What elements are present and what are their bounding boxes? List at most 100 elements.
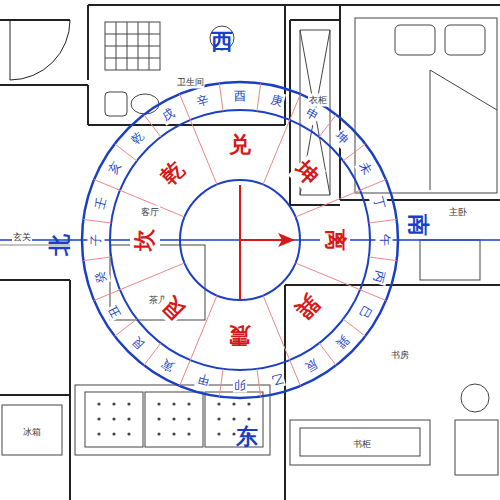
sector-line (343, 319, 365, 336)
cushion-dot (232, 432, 235, 435)
direction-label: 南 (403, 213, 433, 237)
cushion-dot (187, 432, 190, 435)
mountain-label: 乙 (268, 369, 286, 389)
cushion-dot (232, 417, 235, 420)
trigram-label: 乾 (154, 154, 192, 192)
cushion-dot (217, 417, 220, 420)
cushion-dot (247, 417, 250, 420)
sector-line (190, 120, 217, 185)
mountain-label: 庚 (268, 91, 286, 111)
cushion-dot (127, 402, 130, 405)
cushion-dot (112, 432, 115, 435)
trigram-label: 坎 (130, 228, 160, 252)
mountain-label: 亥 (104, 158, 126, 179)
sector-line (360, 180, 386, 191)
sector-line (180, 94, 191, 120)
cushion-dot (97, 432, 100, 435)
room-label: 客厅 (140, 206, 160, 219)
cushion-dot (112, 417, 115, 420)
sector-line (115, 144, 137, 161)
sector-line (360, 290, 386, 301)
room-label: 书房 (390, 349, 410, 362)
cushion-dots (97, 402, 250, 435)
sector-line (219, 83, 223, 111)
cushion-dot (127, 417, 130, 420)
mountain-label: 午 (376, 233, 393, 247)
room-label: 书柜 (352, 438, 372, 451)
mountain-label: 坤 (331, 127, 353, 149)
mountain-label: 甲 (194, 369, 212, 389)
mountain-label: 丙 (369, 268, 389, 286)
cushion-dot (187, 402, 190, 405)
sector-line (295, 263, 360, 290)
cushion-dot (97, 402, 100, 405)
sector-line (290, 360, 301, 386)
room-label: 玄关 (12, 231, 32, 244)
sector-line (263, 295, 290, 360)
mountain-label: 壬 (91, 194, 111, 212)
sector-line (83, 257, 111, 261)
walls (0, 5, 500, 500)
sector-line (257, 83, 261, 111)
sector-line (257, 369, 261, 397)
furniture (2, 18, 498, 475)
direction-label: 北 (45, 233, 75, 257)
sector-line (295, 190, 360, 217)
mountain-label: 巽 (331, 331, 353, 353)
sector-line (144, 115, 161, 137)
sector-line (83, 219, 111, 223)
cushion-dot (232, 402, 235, 405)
mountain-label: 癸 (91, 268, 111, 286)
trigram-label: 离 (320, 228, 350, 252)
mountain-label: 辰 (302, 354, 323, 376)
sector-line (180, 360, 191, 386)
direction-label: 东 (235, 422, 259, 452)
sector-line (369, 219, 397, 223)
sector-line (319, 115, 336, 137)
mountain-label: 申 (302, 104, 323, 126)
sector-line (343, 144, 365, 161)
cushion-dot (247, 402, 250, 405)
mountain-label: 寅 (158, 354, 179, 376)
cushion-dot (127, 432, 130, 435)
sector-line (94, 180, 120, 191)
cushion-dot (157, 402, 160, 405)
mountain-label: 子 (88, 233, 105, 247)
mountain-label: 戌 (158, 104, 179, 126)
mountain-label: 卯 (233, 376, 247, 393)
mountain-label: 乾 (127, 127, 149, 149)
cushion-dot (157, 417, 160, 420)
mountain-label: 未 (354, 158, 376, 179)
sector-line (120, 263, 185, 290)
mountain-label: 酉 (233, 88, 247, 105)
cushion-dot (97, 417, 100, 420)
cushion-dot (172, 432, 175, 435)
mountain-label: 丁 (369, 194, 389, 212)
room-label: 冰箱 (22, 426, 42, 439)
sector-line (190, 295, 217, 360)
sector-line (144, 343, 161, 365)
sector-line (319, 343, 336, 365)
mountain-label: 巳 (354, 302, 376, 323)
sector-line (219, 369, 223, 397)
cushion-dot (157, 432, 160, 435)
room-label: 卫生间 (176, 76, 205, 89)
direction-label: 西 (210, 27, 234, 57)
compass (0, 82, 500, 398)
mountain-label: 辛 (194, 91, 212, 111)
trigram-label: 兑 (228, 130, 252, 160)
sector-line (369, 257, 397, 261)
trigram-label: 坤 (288, 154, 326, 192)
cushion-dot (217, 402, 220, 405)
sector-line (263, 120, 290, 185)
sector-line (290, 94, 301, 120)
trigram-label: 巽 (288, 288, 326, 326)
cushion-dot (172, 402, 175, 405)
cushion-dot (112, 402, 115, 405)
room-label: 主卧 (448, 206, 468, 219)
sector-line (115, 319, 137, 336)
mountain-label: 丑 (104, 302, 126, 323)
cushion-dot (217, 432, 220, 435)
trigram-label: 震 (228, 320, 252, 350)
mountain-label: 艮 (127, 331, 149, 353)
